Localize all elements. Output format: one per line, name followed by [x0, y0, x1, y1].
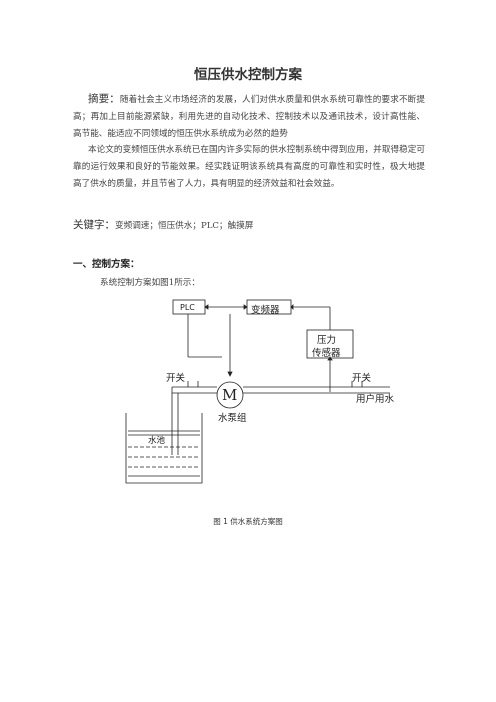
figure-caption: 图 1 供水系统方案图 [213, 517, 283, 526]
abstract-paragraph-2: 本论文的变频恒压供水系统已在国内许多实际的供水控制系统中得到应用，并取得稳定可靠… [73, 145, 425, 189]
abstract-label: 摘要： [88, 93, 120, 105]
keywords-label: 关键字： [73, 219, 115, 231]
plc-label: PLC [180, 303, 195, 312]
abstract-paragraph: 摘要：随着社会主义市场经济的发展，人们对供水质量和供水系统可靠性的要求不断提高；… [73, 91, 425, 143]
pump-group-label: 水泵组 [218, 413, 247, 424]
pool-tank [125, 413, 203, 484]
section-heading-control-scheme: 一、控制方案： [73, 259, 140, 270]
pressure-sensor-label-1: 压力 [317, 335, 337, 346]
motor-circle [216, 381, 244, 409]
pressure-sensor-label-2: 传感器 [312, 348, 341, 359]
abstract-text: 随着社会主义市场经济的发展，人们对供水质量和供水系统可靠性的要求不断提高；再加上… [73, 95, 425, 139]
pool-label: 水池 [148, 436, 166, 446]
inverter-label: 变频器 [251, 305, 280, 316]
keywords-line: 关键字：变频调速；恒压供水；PLC；触摸屏 [73, 217, 253, 232]
keywords-text: 变频调速；恒压供水；PLC；触摸屏 [115, 221, 254, 231]
user-water-label: 用户用水 [356, 394, 395, 405]
motor-label: M [222, 386, 238, 404]
diagram-lines [125, 299, 390, 484]
document-title: 恒压供水控制方案 [194, 67, 302, 83]
right-switch-label: 开关 [352, 373, 372, 384]
intro-text: 系统控制方案如图1所示： [100, 278, 200, 288]
water-supply-diagram: PLC 变频器 压力 传感器 开关 开关 M 水泵组 用户用水 水池 [120, 295, 410, 490]
left-switch-label: 开关 [166, 373, 186, 384]
